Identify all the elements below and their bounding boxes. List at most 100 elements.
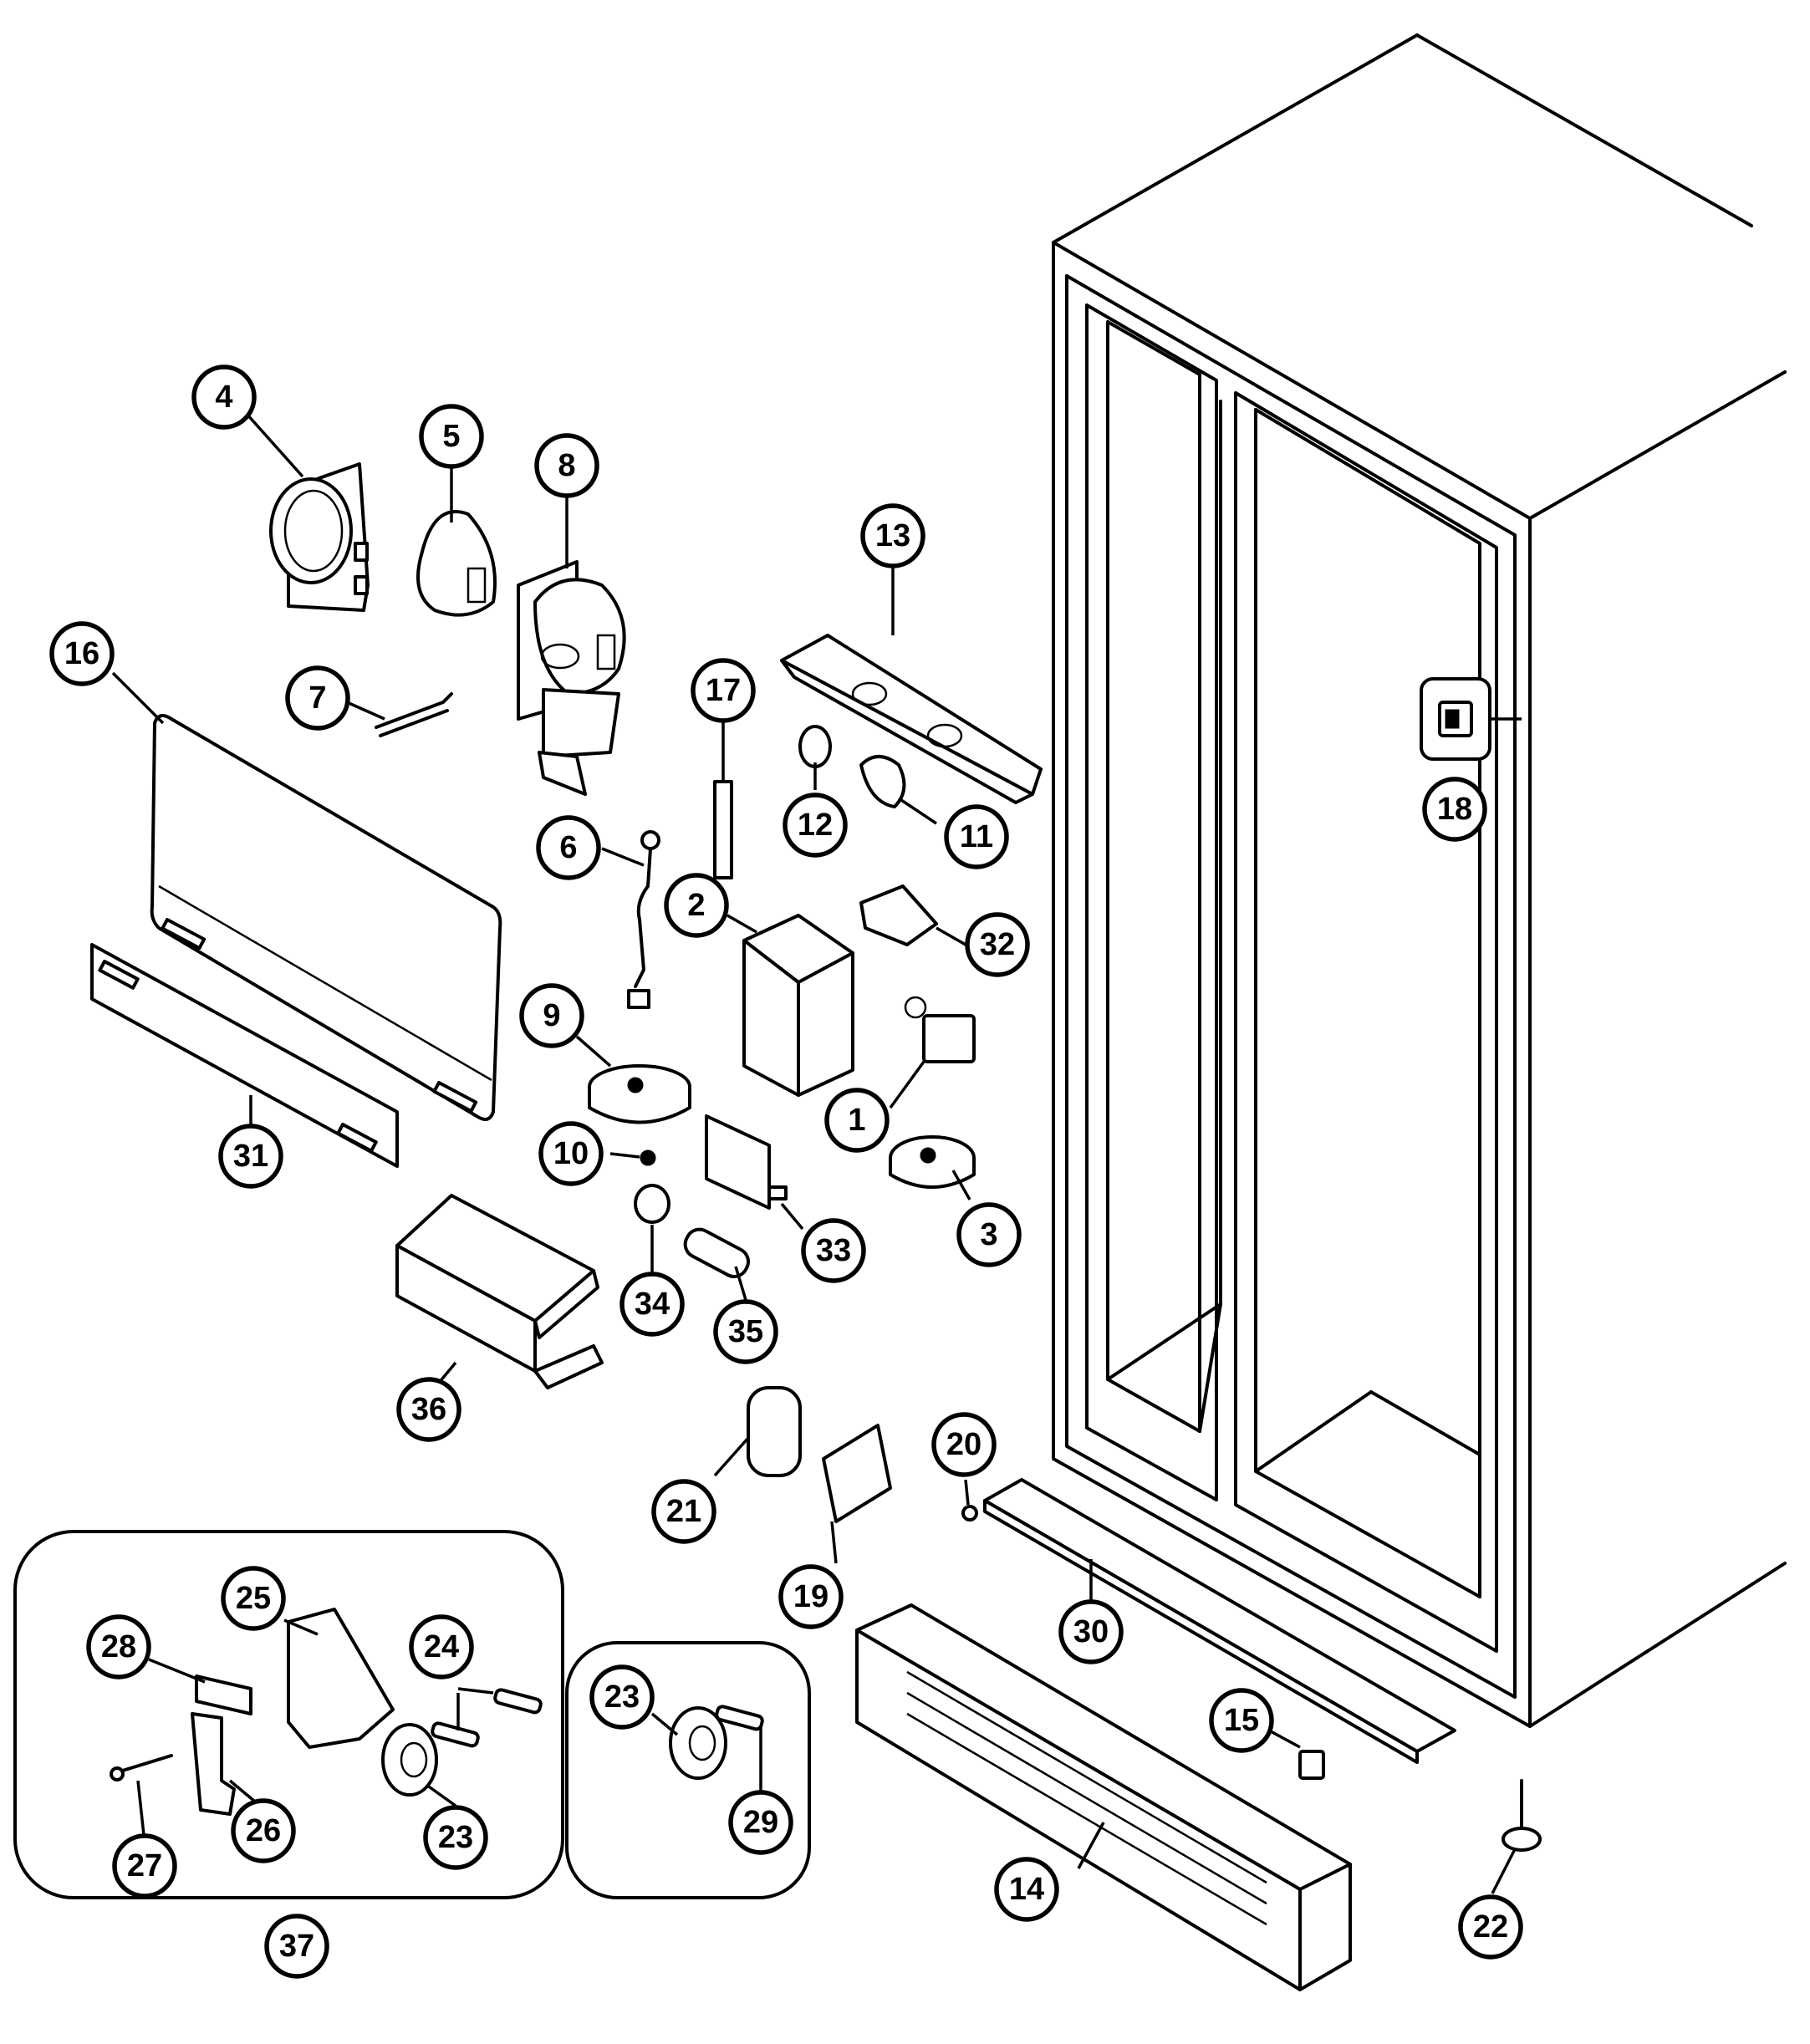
- callout-9: 9: [519, 983, 584, 1048]
- part-26-hinge: [191, 1712, 236, 1816]
- part-1-relay: [904, 996, 976, 1063]
- svg-text:29: 29: [743, 1805, 778, 1840]
- callout-23-kit37: 23: [423, 1805, 488, 1870]
- part-7-clip: [375, 692, 453, 737]
- callout-13: 13: [860, 503, 925, 568]
- part-4-housing: [269, 462, 370, 612]
- callout-30: 30: [1058, 1599, 1124, 1664]
- callout-23-kit: 23: [589, 1664, 655, 1730]
- callout-14: 14: [994, 1857, 1059, 1922]
- svg-text:32: 32: [980, 927, 1015, 962]
- svg-text:25: 25: [236, 1581, 271, 1616]
- callout-11: 11: [944, 804, 1009, 869]
- svg-text:19: 19: [793, 1579, 829, 1614]
- callout-10: 10: [538, 1121, 604, 1186]
- callout-22: 22: [1458, 1894, 1523, 1960]
- svg-text:20: 20: [946, 1427, 981, 1462]
- svg-text:27: 27: [127, 1848, 162, 1883]
- part-16-panel: [150, 714, 502, 1121]
- svg-text:26: 26: [246, 1813, 281, 1848]
- callout-26: 26: [231, 1798, 296, 1863]
- callout-25: 25: [221, 1566, 286, 1631]
- callout-7: 7: [285, 665, 350, 731]
- part-6-wire: [627, 830, 660, 1009]
- callout-32: 32: [965, 912, 1030, 977]
- part-34-socket: [634, 1184, 670, 1224]
- svg-text:22: 22: [1473, 1909, 1508, 1945]
- part-20-screw: [961, 1505, 978, 1522]
- callout-5: 5: [419, 404, 484, 469]
- part-22-leveler: [1502, 1779, 1542, 1852]
- svg-text:12: 12: [798, 808, 833, 843]
- part-23-roller: [381, 1723, 438, 1797]
- part-17-bar: [713, 780, 733, 879]
- part-3-knob: [889, 1135, 976, 1189]
- callout-20: 20: [931, 1412, 997, 1477]
- svg-text:16: 16: [64, 636, 99, 671]
- svg-text:35: 35: [728, 1314, 763, 1349]
- svg-text:30: 30: [1073, 1614, 1109, 1649]
- callout-21: 21: [651, 1479, 716, 1544]
- callout-6: 6: [536, 815, 601, 880]
- callout-18: 18: [1422, 777, 1487, 842]
- refrigerator-cabinet: [1052, 33, 1787, 1728]
- part-23-roller-kit: [669, 1706, 727, 1780]
- svg-text:21: 21: [666, 1494, 701, 1529]
- callout-17: 17: [691, 658, 756, 723]
- callout-36: 36: [396, 1377, 461, 1442]
- callout-27: 27: [112, 1833, 177, 1899]
- leader-lines: [111, 412, 1517, 1894]
- svg-text:17: 17: [706, 673, 741, 708]
- callout-1: 1: [824, 1088, 890, 1153]
- part-5-cup: [416, 510, 497, 617]
- callout-31: 31: [218, 1124, 283, 1189]
- part-25-bracket: [287, 1608, 395, 1749]
- callout-35: 35: [713, 1299, 778, 1364]
- svg-text:13: 13: [875, 518, 910, 553]
- svg-text:28: 28: [101, 1629, 136, 1664]
- svg-text:37: 37: [279, 1929, 314, 1964]
- part-11-bulb: [859, 755, 906, 808]
- svg-text:33: 33: [816, 1233, 851, 1268]
- svg-text:23: 23: [604, 1680, 640, 1715]
- part-9-knob: [588, 1064, 691, 1124]
- part-21-grommet: [747, 1386, 802, 1477]
- svg-text:23: 23: [438, 1820, 473, 1855]
- callout-4: 4: [191, 364, 257, 430]
- part-8-funnel: [517, 560, 626, 796]
- callout-24: 24: [409, 1614, 474, 1680]
- part-10-screw: [640, 1149, 656, 1166]
- part-15-clip: [1298, 1750, 1325, 1780]
- callout-8: 8: [534, 433, 599, 498]
- callout-33: 33: [801, 1218, 866, 1283]
- part-28-pad: [195, 1674, 252, 1715]
- callout-3: 3: [956, 1202, 1022, 1267]
- part-36-cover: [395, 1194, 604, 1389]
- svg-text:3: 3: [980, 1217, 997, 1252]
- callout-19: 19: [778, 1564, 844, 1629]
- svg-text:7: 7: [308, 680, 326, 716]
- part-2-box: [742, 914, 854, 1097]
- part-33-bracket: [705, 1114, 788, 1210]
- svg-text:4: 4: [215, 380, 232, 415]
- part-27-screw: [110, 1754, 173, 1781]
- callout-2: 2: [664, 873, 729, 938]
- part-31-strip: [90, 943, 399, 1168]
- svg-text:14: 14: [1009, 1872, 1044, 1907]
- part-24-pin: [431, 1688, 543, 1748]
- kit-23-29-box: [565, 1641, 811, 1899]
- part-14-grille: [855, 1603, 1352, 1991]
- callout-34: 34: [619, 1272, 685, 1337]
- svg-text:36: 36: [411, 1392, 446, 1427]
- svg-text:1: 1: [848, 1103, 865, 1138]
- svg-text:2: 2: [687, 888, 705, 923]
- callout-12: 12: [783, 793, 848, 858]
- part-13-rail: [780, 634, 1043, 804]
- callout-29: 29: [728, 1790, 793, 1855]
- part-12-socket: [798, 725, 832, 768]
- callout-37: 37: [264, 1914, 329, 1979]
- svg-text:24: 24: [424, 1629, 459, 1664]
- callout-15: 15: [1209, 1688, 1274, 1753]
- part-32-module: [859, 884, 938, 946]
